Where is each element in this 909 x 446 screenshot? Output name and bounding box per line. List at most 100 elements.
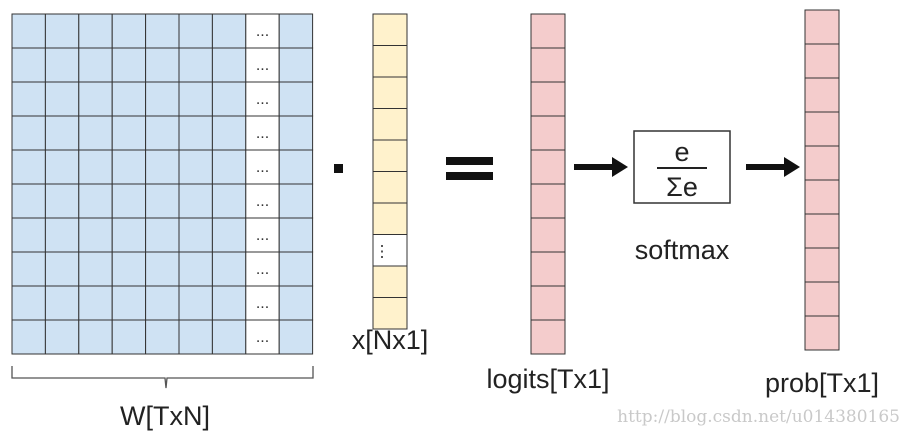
matrix-cell bbox=[211, 13, 247, 49]
softmax-label: softmax bbox=[635, 235, 730, 265]
matrix-ellipsis: ... bbox=[256, 23, 269, 40]
prob-cell bbox=[804, 77, 840, 113]
matrix-cell bbox=[211, 81, 247, 117]
matrix-cell bbox=[111, 13, 147, 49]
matrix-ellipsis: ... bbox=[256, 91, 269, 108]
logits-cell bbox=[530, 285, 566, 321]
arrow-right-icon bbox=[574, 157, 628, 177]
matrix-cell bbox=[111, 217, 147, 253]
matrix-cell bbox=[178, 149, 213, 185]
watermark: http://blog.csdn.net/u014380165 bbox=[617, 407, 900, 427]
matrix-cell bbox=[11, 251, 46, 287]
matrix-w: .............................. bbox=[11, 13, 314, 355]
matrix-ellipsis-cell bbox=[245, 183, 280, 219]
matrix-cell bbox=[78, 115, 113, 151]
vector-x-cell bbox=[372, 45, 408, 78]
matrix-cell bbox=[78, 251, 113, 287]
matrix-cell bbox=[278, 115, 314, 151]
prob-cell bbox=[804, 9, 840, 45]
matrix-cell bbox=[44, 47, 80, 83]
matrix-cell bbox=[278, 47, 314, 83]
matrix-cell bbox=[78, 47, 113, 83]
matrix-cell bbox=[211, 47, 247, 83]
matrix-cell bbox=[44, 81, 80, 117]
vector-x-cell-ellipsis: ⋮ bbox=[374, 243, 390, 260]
matrix-cell bbox=[145, 149, 180, 185]
matrix-cell bbox=[211, 251, 247, 287]
matrix-cell bbox=[178, 183, 213, 219]
matrix-cell bbox=[111, 183, 147, 219]
matrix-cell bbox=[111, 115, 147, 151]
matrix-ellipsis-cell bbox=[245, 47, 280, 83]
matrix-cell bbox=[78, 217, 113, 253]
matrix-cell bbox=[44, 115, 80, 151]
prob-cell bbox=[804, 145, 840, 181]
matrix-ellipsis: ... bbox=[256, 159, 269, 176]
matrix-cell bbox=[178, 285, 213, 321]
matrix-cell bbox=[178, 115, 213, 151]
matrix-cell bbox=[178, 251, 213, 287]
matrix-cell bbox=[11, 183, 46, 219]
logits-cell bbox=[530, 47, 566, 83]
matrix-ellipsis: ... bbox=[256, 193, 269, 210]
matrix-cell bbox=[278, 183, 314, 219]
matrix-cell bbox=[11, 285, 46, 321]
matrix-cell bbox=[78, 285, 113, 321]
logits-cell bbox=[530, 81, 566, 117]
logits-cell bbox=[530, 183, 566, 219]
prob-cell bbox=[804, 179, 840, 215]
matrix-cell bbox=[278, 285, 314, 321]
prob-cell bbox=[804, 281, 840, 317]
logits-cell bbox=[530, 319, 566, 355]
matrix-ellipsis: ... bbox=[256, 261, 269, 278]
matrix-cell bbox=[145, 319, 180, 355]
matrix-cell bbox=[211, 217, 247, 253]
logits-vector bbox=[530, 13, 566, 355]
matrix-cell bbox=[278, 217, 314, 253]
vector-x-cell bbox=[372, 171, 408, 204]
arrow-right-icon bbox=[746, 157, 800, 177]
matrix-cell bbox=[178, 47, 213, 83]
softmax-numerator: e bbox=[674, 137, 689, 167]
matrix-cell bbox=[44, 183, 80, 219]
prob-cell bbox=[804, 247, 840, 283]
matrix-cell bbox=[111, 319, 147, 355]
matrix-brace bbox=[11, 366, 314, 389]
matrix-cell bbox=[44, 13, 80, 49]
matrix-cell bbox=[11, 13, 46, 49]
dot-operator bbox=[334, 164, 343, 173]
matrix-cell bbox=[145, 285, 180, 321]
vector-x-cell bbox=[372, 108, 408, 141]
vector-x-cell bbox=[372, 76, 408, 109]
matrix-label: W[TxN] bbox=[120, 401, 210, 431]
matrix-cell bbox=[11, 319, 46, 355]
matrix-cell bbox=[145, 81, 180, 117]
matrix-ellipsis: ... bbox=[256, 125, 269, 142]
prob-cell bbox=[804, 43, 840, 79]
vector-x-cell bbox=[372, 297, 408, 330]
matrix-ellipsis: ... bbox=[256, 295, 269, 312]
matrix-cell bbox=[78, 183, 113, 219]
matrix-cell bbox=[178, 217, 213, 253]
matrix-cell bbox=[178, 81, 213, 117]
matrix-ellipsis-cell bbox=[245, 251, 280, 287]
matrix-ellipsis: ... bbox=[256, 57, 269, 74]
prob-vector bbox=[804, 9, 840, 351]
matrix-cell bbox=[145, 13, 180, 49]
matrix-ellipsis: ... bbox=[256, 227, 269, 244]
vector-x-cell bbox=[372, 139, 408, 172]
matrix-cell bbox=[11, 217, 46, 253]
vector-x-label: x[Nx1] bbox=[352, 325, 429, 355]
matrix-cell bbox=[278, 149, 314, 185]
logits-cell bbox=[530, 13, 566, 49]
matrix-cell bbox=[211, 285, 247, 321]
matrix-cell bbox=[11, 81, 46, 117]
logits-cell bbox=[530, 149, 566, 185]
matrix-cell bbox=[145, 217, 180, 253]
matrix-cell bbox=[278, 319, 314, 355]
matrix-cell bbox=[278, 81, 314, 117]
matrix-cell bbox=[278, 251, 314, 287]
matrix-cell bbox=[145, 251, 180, 287]
